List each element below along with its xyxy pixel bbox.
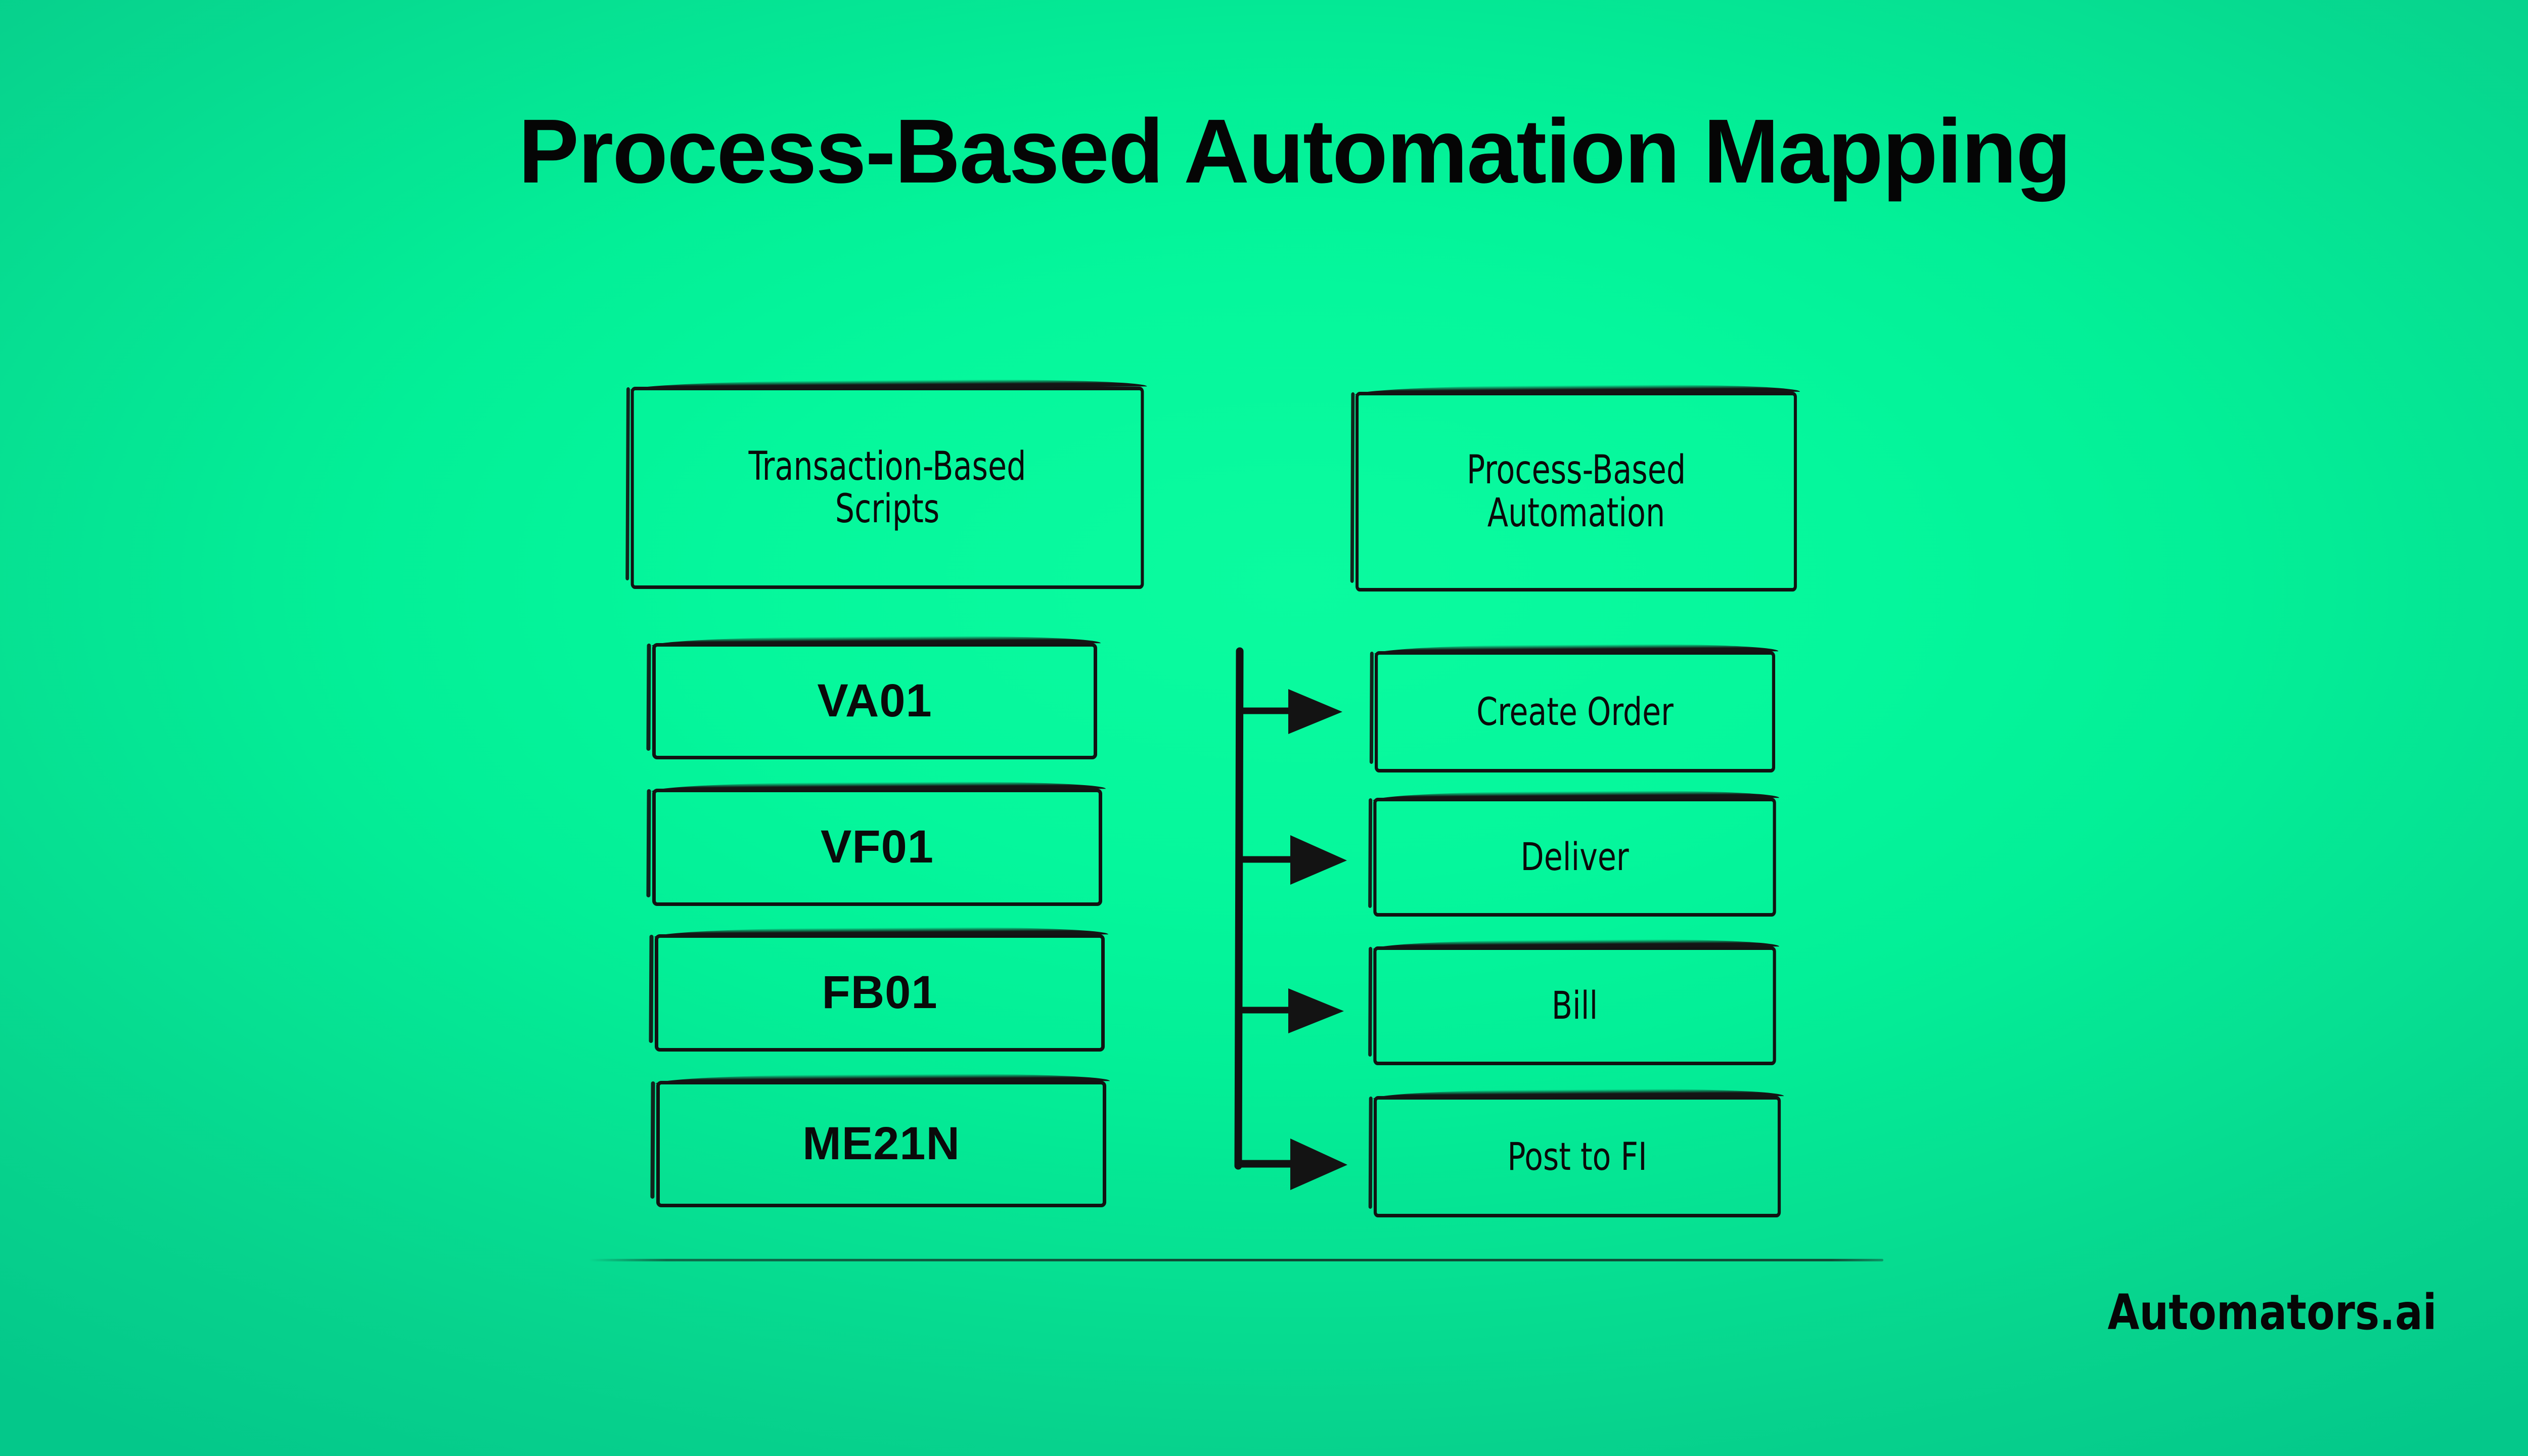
process-label: Post to FI bbox=[1507, 1133, 1647, 1179]
process-box-create-order[interactable]: Create Order bbox=[1375, 651, 1775, 772]
process-box-deliver[interactable]: Deliver bbox=[1373, 798, 1776, 917]
arrowhead-icon-2 bbox=[1290, 835, 1347, 885]
arrowhead-icon-3 bbox=[1288, 988, 1344, 1033]
page-title: Process-Based Automation Mapping bbox=[518, 101, 2071, 202]
right-header-line2: Automation bbox=[1487, 490, 1665, 536]
process-label: Create Order bbox=[1476, 689, 1674, 734]
transaction-box-fb01[interactable]: FB01 bbox=[655, 934, 1105, 1052]
transaction-box-me21n[interactable]: ME21N bbox=[656, 1081, 1106, 1207]
transaction-label: VF01 bbox=[821, 821, 934, 873]
right-column-header: Process-Based Automation bbox=[1356, 392, 1797, 592]
right-header-line1: Process-Based bbox=[1466, 447, 1686, 493]
transaction-box-vf01[interactable]: VF01 bbox=[652, 789, 1102, 906]
left-header-line1: Transaction-Based bbox=[748, 443, 1026, 489]
transaction-label: VA01 bbox=[817, 675, 932, 727]
process-label: Deliver bbox=[1520, 834, 1629, 880]
arrowhead-icon-4 bbox=[1290, 1139, 1347, 1190]
arrowhead-icon-1 bbox=[1288, 689, 1342, 734]
process-box-post-to-fi[interactable]: Post to FI bbox=[1373, 1096, 1781, 1217]
process-box-bill[interactable]: Bill bbox=[1373, 946, 1776, 1065]
left-column-header: Transaction-Based Scripts bbox=[630, 387, 1144, 589]
process-label: Bill bbox=[1551, 983, 1598, 1028]
left-header-line2: Scripts bbox=[835, 486, 940, 532]
connector-trunk bbox=[1234, 647, 1244, 1170]
footer-divider bbox=[589, 1259, 1883, 1261]
brand-label: Automators.ai bbox=[2107, 1284, 2437, 1341]
transaction-label: ME21N bbox=[802, 1118, 960, 1170]
transaction-box-va01[interactable]: VA01 bbox=[652, 643, 1097, 759]
transaction-label: FB01 bbox=[822, 967, 938, 1019]
